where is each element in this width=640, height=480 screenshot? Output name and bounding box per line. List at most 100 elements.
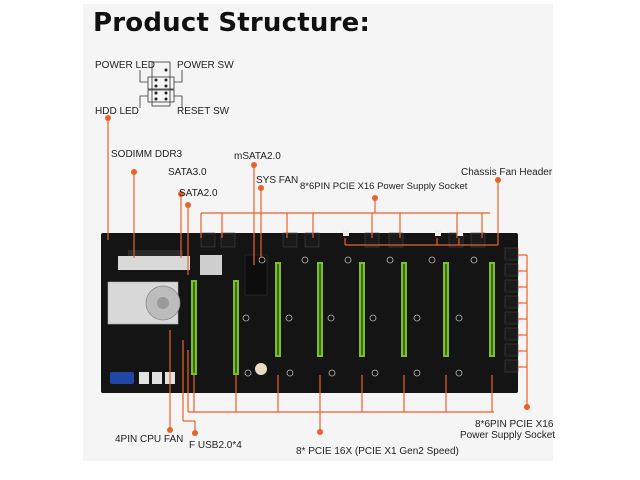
label-sata2: SATA2.0	[179, 188, 218, 199]
pcie-slot-groove	[403, 264, 405, 355]
pcie-slots	[191, 262, 495, 375]
chipset-heatsink	[200, 255, 222, 275]
mounting-hole	[413, 369, 421, 377]
pcie-slot-groove	[491, 264, 493, 355]
header-pin	[164, 84, 168, 88]
label-pcie-slots: 8* PCIE 16X (PCIE X1 Gen2 Speed)	[296, 446, 459, 457]
callout-dot	[251, 162, 257, 168]
header-pin	[164, 78, 168, 82]
header-pins	[154, 68, 168, 101]
mounting-hole	[328, 369, 336, 377]
mounting-hole	[455, 369, 463, 377]
sodimm-chip	[128, 250, 183, 256]
usb-port-1	[139, 372, 149, 384]
callout-dot	[258, 185, 264, 191]
callout-dot	[524, 404, 530, 410]
mounting-holes	[242, 256, 478, 377]
pcie-power-connector-right	[504, 247, 519, 261]
callout-dot	[185, 202, 191, 208]
header-pin	[164, 91, 168, 95]
usb-port-2	[152, 372, 162, 384]
page-title: Product Structure:	[93, 8, 371, 38]
right-power-connectors	[504, 247, 519, 373]
label-sata3: SATA3.0	[168, 167, 207, 178]
header-pin	[154, 91, 158, 95]
fan-header	[343, 230, 349, 236]
mounting-hole	[301, 256, 309, 264]
label-msata: mSATA2.0	[234, 151, 281, 162]
mounting-hole	[428, 256, 436, 264]
label-power-led: POWER LED	[95, 60, 156, 71]
mounting-hole	[455, 314, 463, 322]
header-pin	[154, 97, 158, 101]
pcie-power-connector-right	[504, 343, 519, 357]
motherboard-pcb	[101, 230, 519, 393]
pcie-slot-groove	[235, 282, 237, 373]
label-hdd-led: HDD LED	[95, 106, 139, 117]
pcie-power-connector	[200, 232, 216, 248]
mounting-hole	[369, 314, 377, 322]
reset-sw-line	[174, 95, 183, 108]
header-outline	[151, 61, 171, 107]
pcie-power-connector-right	[504, 295, 519, 309]
callout-dot	[495, 177, 501, 183]
fan-header	[457, 230, 463, 236]
mounting-hole	[244, 369, 252, 377]
pcie-slot-groove	[445, 264, 447, 355]
label-sodimm: SODIMM DDR3	[111, 149, 183, 160]
label-reset-sw: RESET SW	[177, 106, 230, 117]
callout-dot	[178, 191, 184, 197]
pcie-power-connector-right	[504, 279, 519, 293]
header-pin	[164, 68, 168, 72]
pcie-power-connector-right	[504, 263, 519, 277]
pcie-slot-groove	[361, 264, 363, 355]
mounting-hole	[285, 314, 293, 322]
pcie-power-connector-right	[504, 327, 519, 341]
leader-lines	[107, 118, 528, 433]
callout-dot	[131, 169, 137, 175]
callout-dot	[105, 115, 111, 121]
power-sw-line	[174, 70, 183, 83]
cpu-fan-hub	[157, 297, 169, 309]
fan-header	[435, 230, 441, 236]
label-pcie-power-right-2: Power Supply Socket	[460, 430, 556, 441]
mounting-hole	[470, 256, 478, 264]
pcie-power-connector	[304, 232, 320, 248]
power-led-line	[139, 70, 148, 83]
mounting-hole	[327, 314, 335, 322]
mounting-hole	[371, 369, 379, 377]
mounting-hole	[242, 314, 250, 322]
header-pin	[154, 84, 158, 88]
hdd-led-line	[139, 95, 148, 108]
callout-dot	[192, 430, 198, 436]
pcie-power-connector-right	[504, 359, 519, 373]
header-pin	[164, 97, 168, 101]
pcie-power-connector	[220, 232, 236, 248]
label-cpu-fan: 4PIN CPU FAN	[115, 434, 184, 445]
mounting-hole	[286, 369, 294, 377]
callout-dots	[105, 115, 530, 436]
pcie-slot-groove	[277, 264, 279, 355]
top-power-connectors	[200, 230, 486, 248]
callout-dot	[317, 429, 323, 435]
label-pcie-power-right-1: 8*6PIN PCIE X16	[475, 419, 554, 430]
vga-port	[110, 372, 134, 384]
mounting-hole	[413, 314, 421, 322]
cmos-battery	[255, 363, 267, 375]
pcie-power-connector	[282, 232, 298, 248]
callout-dot	[167, 427, 173, 433]
pcie-slot-groove	[319, 264, 321, 355]
label-sys-fan: SYS FAN	[256, 175, 299, 186]
mounting-hole	[386, 256, 394, 264]
mounting-hole	[344, 256, 352, 264]
pcie-power-connector-right	[504, 311, 519, 325]
header-pin	[154, 78, 158, 82]
label-usb: F USB2.0*4	[189, 440, 242, 451]
mounting-hole	[258, 256, 266, 264]
header-upper-box	[147, 76, 175, 90]
label-pcie-power-top: 8*6PIN PCIE X16 Power Supply Socket	[300, 181, 468, 192]
sodimm-slot	[118, 256, 190, 270]
label-power-sw: POWER SW	[177, 60, 234, 71]
label-chassis-fan: Chassis Fan Header	[461, 167, 553, 178]
